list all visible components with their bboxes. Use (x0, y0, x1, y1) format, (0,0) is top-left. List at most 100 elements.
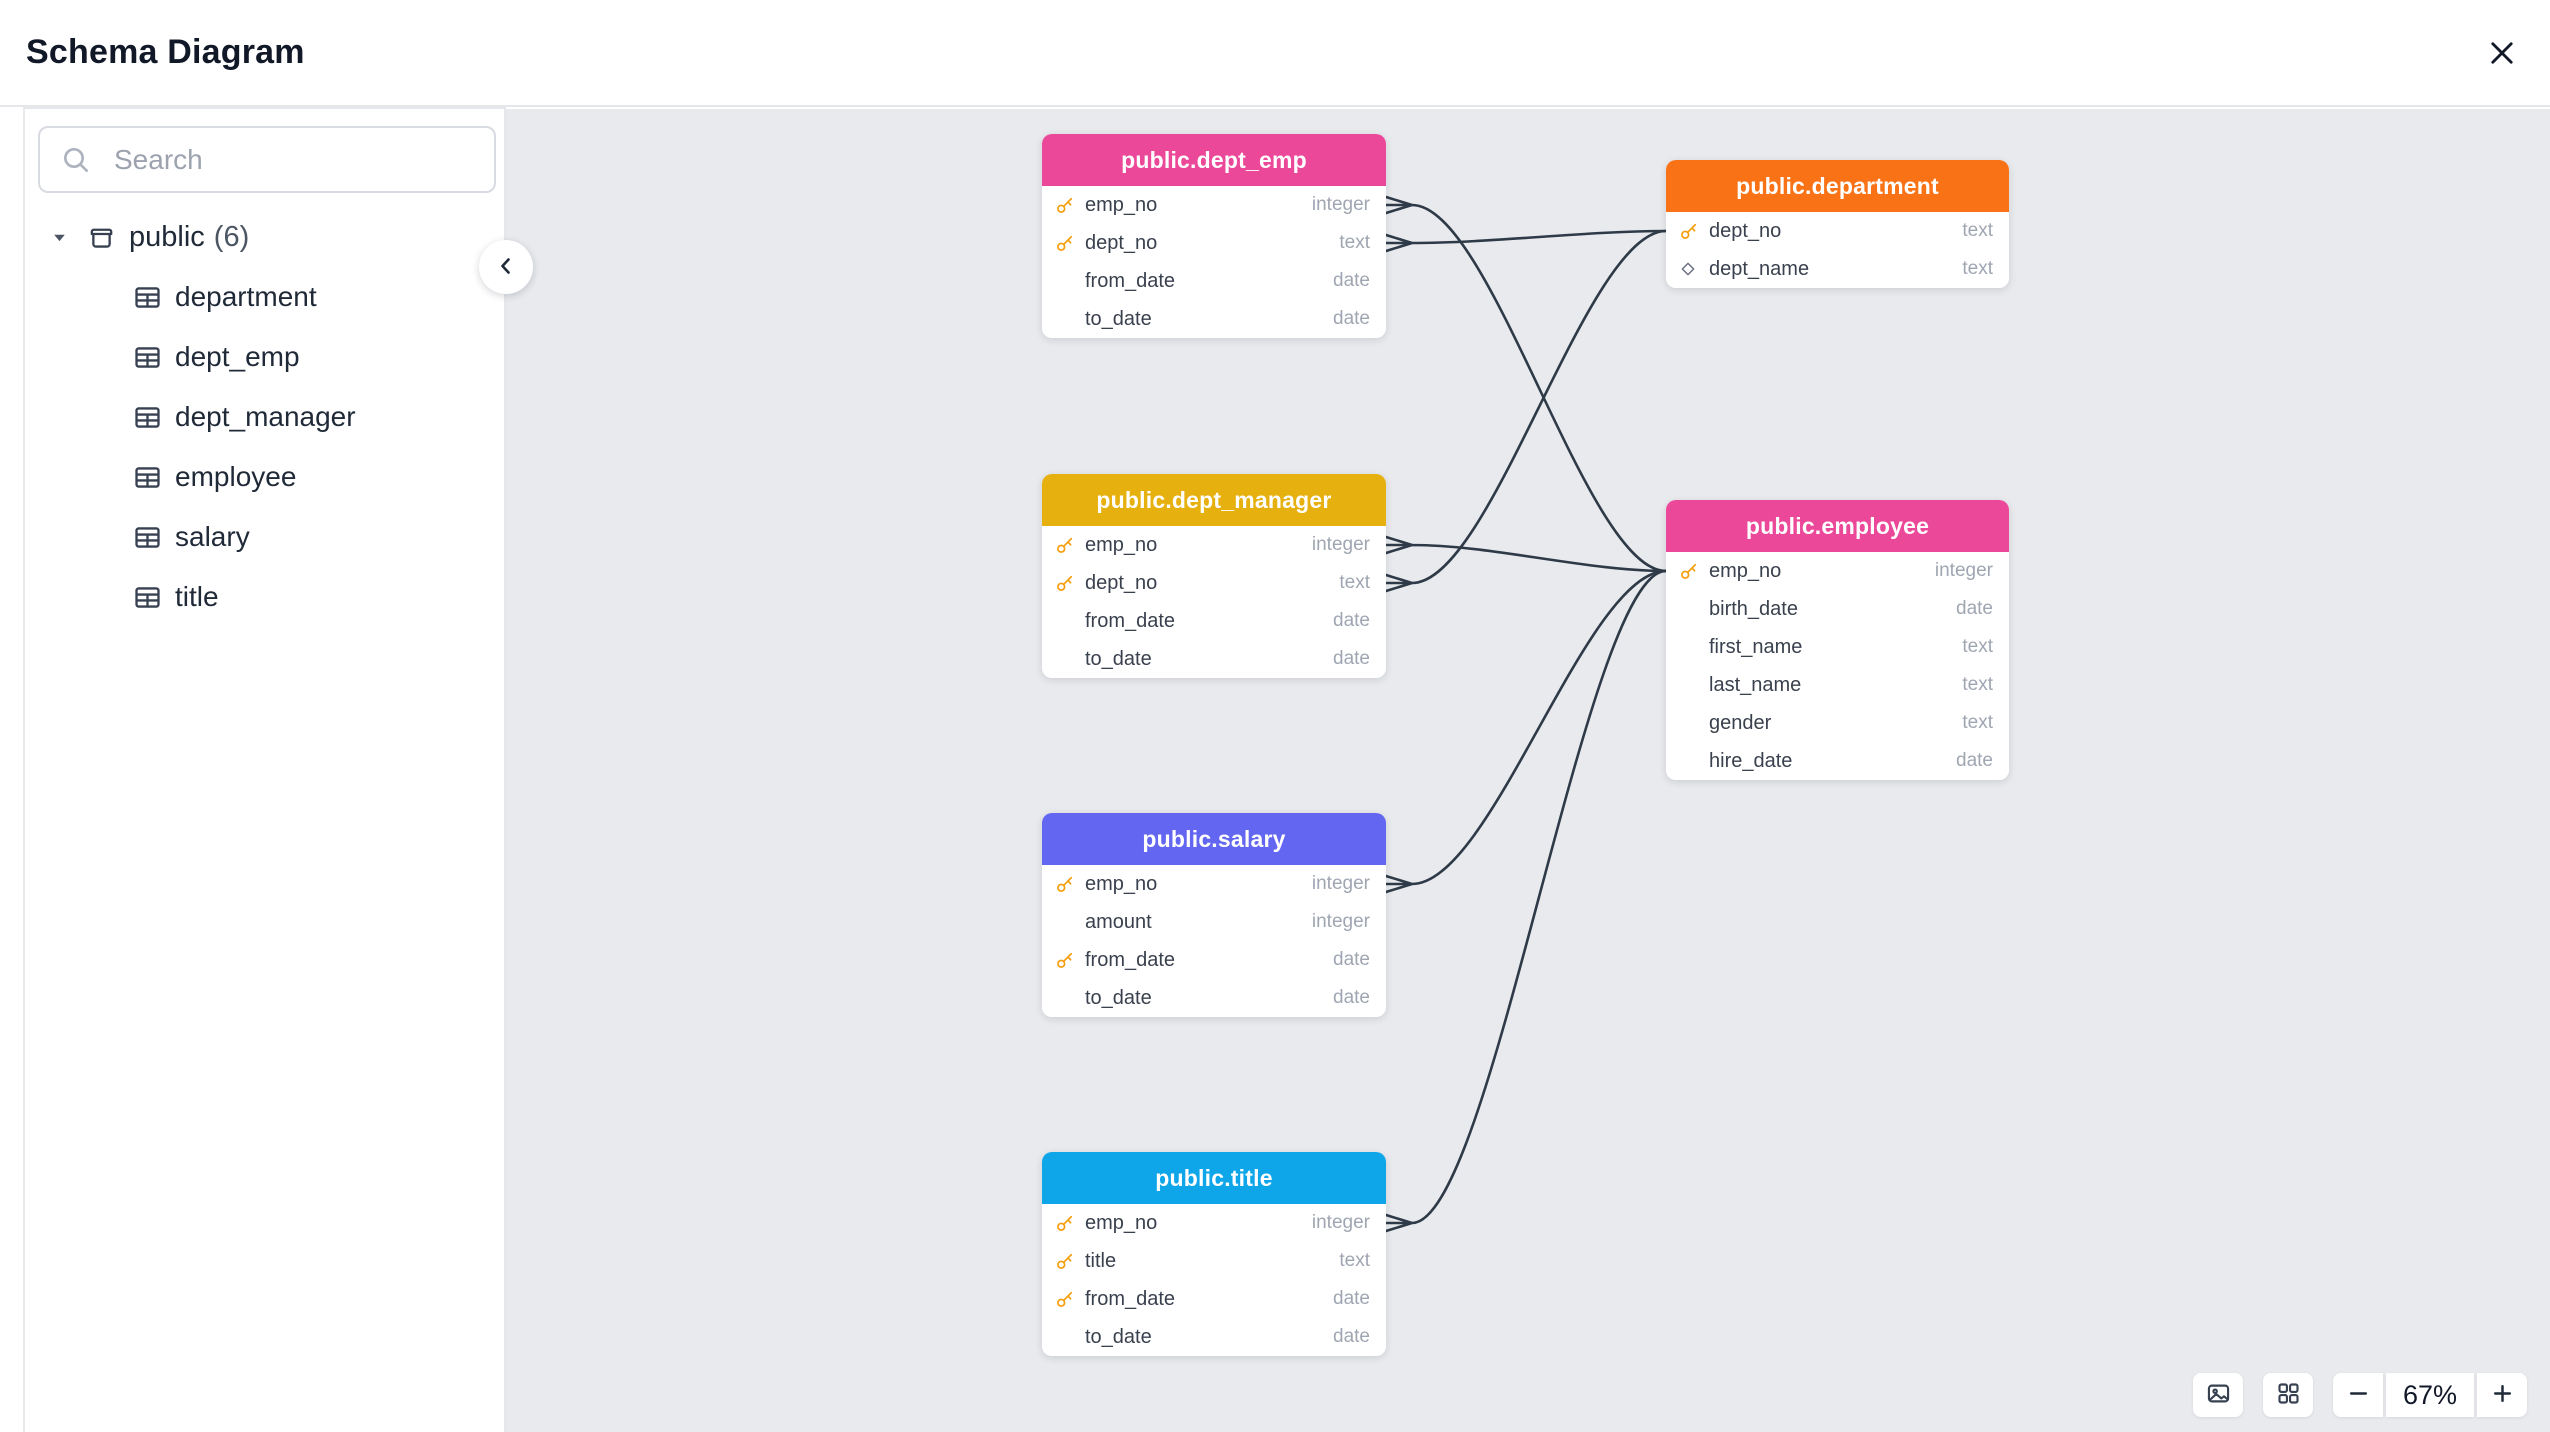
table-node-title: public.title (1042, 1152, 1386, 1204)
key-icon (1055, 573, 1085, 593)
field-name: hire_date (1709, 749, 1793, 772)
search-input[interactable] (38, 126, 496, 193)
page-title: Schema Diagram (26, 33, 305, 71)
field-type: integer (1311, 534, 1370, 555)
field-name: from_date (1085, 609, 1176, 632)
sidebar-item-department[interactable]: department (25, 267, 504, 327)
field-name: dept_no (1709, 219, 1782, 242)
field-type: date (1333, 648, 1370, 669)
sidebar-collapse-button[interactable] (479, 240, 533, 294)
field-name: title (1085, 1249, 1117, 1272)
table-node-title: public.employee (1666, 500, 2009, 552)
table-name-label: dept_manager (175, 401, 356, 432)
key-icon (1055, 233, 1085, 253)
zoom-out-button[interactable] (2333, 1373, 2383, 1417)
table-name-label: employee (175, 461, 297, 492)
field-type: text (1339, 1250, 1370, 1271)
zoom-controls: 67% (2333, 1373, 2527, 1417)
field-type: date (1333, 1288, 1370, 1309)
table-node-title[interactable]: public.title emp_no integer title text from_d… (1042, 1152, 1386, 1356)
field-type: date (1333, 610, 1370, 631)
table-name-label: dept_emp (175, 341, 300, 372)
field-name: from_date (1085, 948, 1176, 971)
field-row: from_date date (1042, 1280, 1386, 1318)
sidebar: public (6) department dept_emp dept_manage… (23, 107, 506, 1432)
field-type: text (1962, 674, 1993, 695)
field-row: dept_no text (1666, 212, 2009, 250)
field-type: text (1339, 572, 1370, 593)
key-icon (1055, 1251, 1085, 1271)
sidebar-item-salary[interactable]: salary (25, 507, 504, 567)
close-button[interactable] (2476, 28, 2528, 80)
schema-tree-root[interactable]: public (6) (25, 213, 504, 261)
table-grid-icon (132, 582, 163, 613)
field-type: text (1962, 220, 1993, 241)
key-icon (1055, 1213, 1085, 1233)
field-row: dept_no text (1042, 564, 1386, 602)
field-type: date (1333, 308, 1370, 329)
table-node-title: public.dept_emp (1042, 134, 1386, 186)
field-row: from_date date (1042, 602, 1386, 640)
table-node-title: public.dept_manager (1042, 474, 1386, 526)
field-type: date (1333, 270, 1370, 291)
field-name: dept_name (1709, 257, 1810, 280)
sidebar-item-title[interactable]: title (25, 567, 504, 627)
table-grid-icon (132, 402, 163, 433)
field-name: emp_no (1085, 1211, 1158, 1234)
plus-icon (2489, 1380, 2516, 1410)
caret-down-icon (51, 229, 68, 246)
close-icon (2485, 36, 2519, 73)
field-type: integer (1311, 1212, 1370, 1233)
table-name-label: salary (175, 521, 250, 552)
field-name: from_date (1085, 1287, 1176, 1310)
key-icon (1679, 221, 1709, 241)
field-name: amount (1085, 910, 1152, 933)
auto-layout-button[interactable] (2263, 1373, 2313, 1417)
field-row: to_date date (1042, 300, 1386, 338)
key-icon (1055, 950, 1085, 970)
table-grid-icon (132, 282, 163, 313)
field-name: dept_no (1085, 231, 1158, 254)
key-icon (1679, 561, 1709, 581)
chevron-left-icon (494, 254, 518, 281)
field-name: to_date (1085, 307, 1152, 330)
field-row: emp_no integer (1666, 552, 2009, 590)
export-image-button[interactable] (2193, 1373, 2243, 1417)
table-grid-icon (132, 342, 163, 373)
field-row: emp_no integer (1042, 1204, 1386, 1242)
field-name: to_date (1085, 986, 1152, 1009)
field-name: emp_no (1709, 559, 1782, 582)
canvas-toolbar: 67% (2193, 1373, 2527, 1417)
field-name: dept_no (1085, 571, 1158, 594)
key-icon (1055, 1289, 1085, 1309)
sidebar-item-dept_manager[interactable]: dept_manager (25, 387, 504, 447)
field-name: gender (1709, 711, 1772, 734)
sidebar-item-dept_emp[interactable]: dept_emp (25, 327, 504, 387)
field-type: integer (1934, 560, 1993, 581)
zoom-in-button[interactable] (2477, 1373, 2527, 1417)
field-name: last_name (1709, 673, 1802, 696)
schema-icon (86, 222, 117, 253)
field-type: integer (1311, 194, 1370, 215)
table-name-label: department (175, 281, 317, 312)
diagram-canvas[interactable] (506, 109, 2550, 1432)
table-grid-icon (132, 522, 163, 553)
sidebar-item-employee[interactable]: employee (25, 447, 504, 507)
field-type: text (1962, 636, 1993, 657)
